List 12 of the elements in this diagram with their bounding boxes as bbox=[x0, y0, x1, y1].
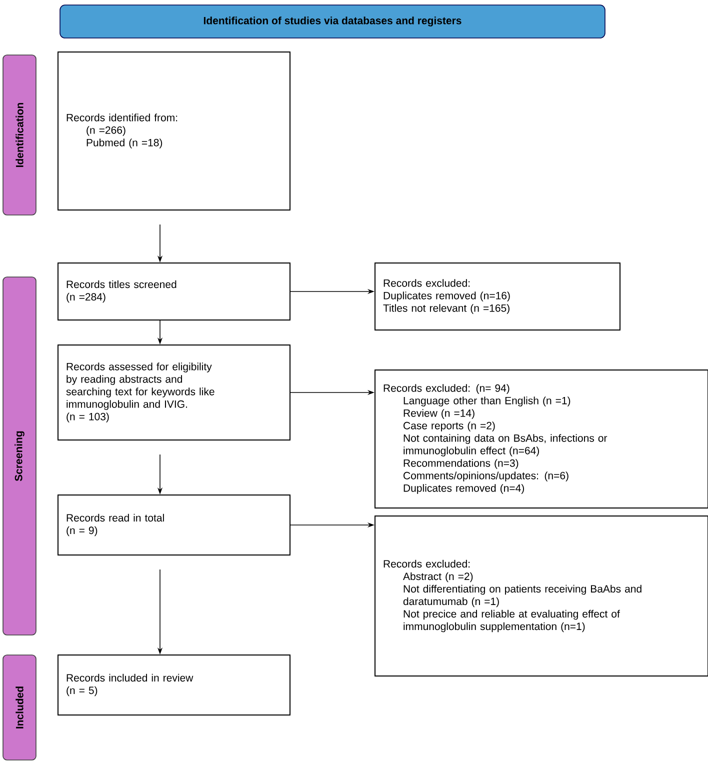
process-box: Records titles screened (n =284) bbox=[58, 262, 290, 320]
exclusion-box: Records excluded: Duplicates removed (n=16) Titles not relevant (n =165) bbox=[374, 262, 620, 330]
stage-label: Included bbox=[2, 654, 36, 760]
process-box: Records read in total (n = 9) bbox=[58, 494, 290, 556]
process-box: Records identified from: (n =266) Pubmed (n =18) bbox=[58, 52, 290, 210]
section-header: Identification of studies via databases and registers bbox=[60, 4, 606, 38]
process-box: Records assessed for eligibility by reading abstracts and searching text for keywords like immunoglobulin and IVIG. (n = 103) bbox=[58, 344, 290, 440]
stage-label: Screening bbox=[2, 276, 36, 636]
exclusion-box: Records excluded: (n= 94) Language other than English (n =1) Review (n =14) Case reports (n =2) Not containing data on BsAbs, infections or immunoglobulin effect (n=64) Recommendations (n=3) Comments/opinions/updates: (n=6) Duplicates removed (n=4) bbox=[374, 370, 708, 508]
stage-label: Identification bbox=[2, 54, 36, 216]
process-box: Records included in review (n = 5) bbox=[58, 654, 290, 716]
exclusion-box: Records excluded: Abstract (n =2) Not differentiating on patients receiving BaAbs and daratumumab (n =1) Not precice and reliable at evaluating effect of immunoglobulin supplementation (n=1) bbox=[374, 516, 708, 676]
